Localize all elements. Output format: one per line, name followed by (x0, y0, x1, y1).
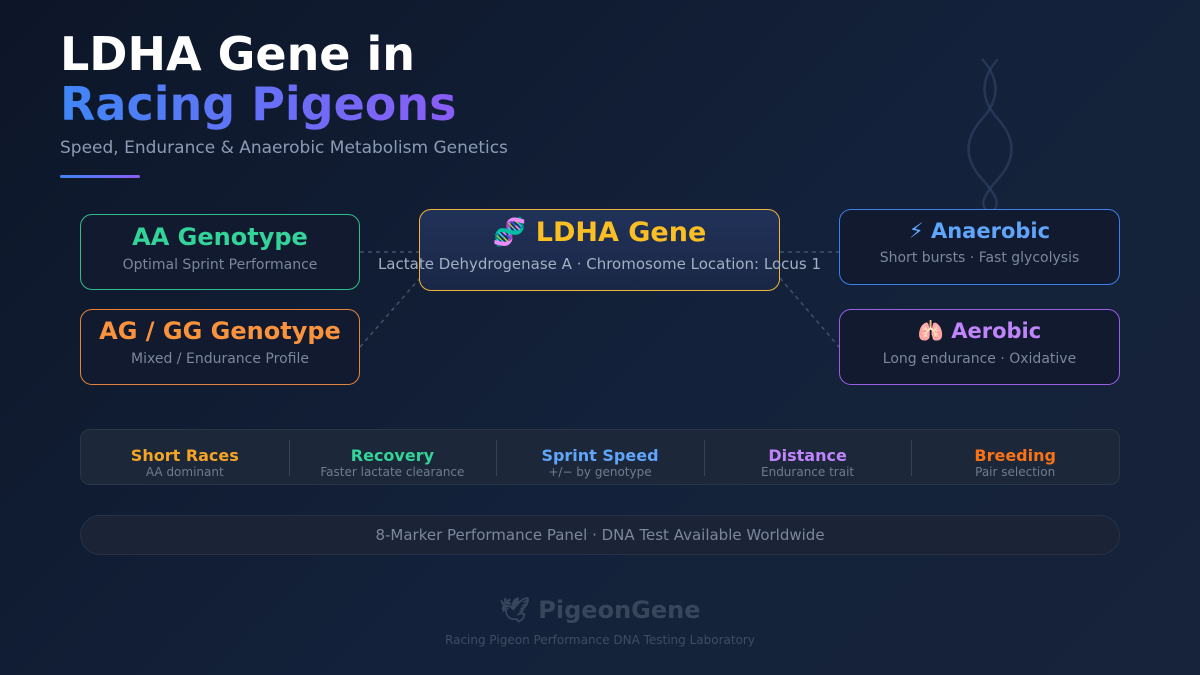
connector-ldha-aerobic (779, 277, 840, 348)
stat-title: Short Races (130, 446, 239, 465)
stat-short-races: Short Races AA dominant (81, 430, 289, 484)
brand-tagline: Racing Pigeon Performance DNA Testing La… (445, 633, 755, 647)
aa-genotype-title: AA Genotype (132, 223, 308, 251)
brand-logo: 🕊 PigeonGene (499, 596, 701, 624)
stat-title: Distance (768, 446, 847, 465)
aa-genotype-subtitle: Optimal Sprint Performance (122, 257, 318, 273)
ag-gg-genotype-title: AG / GG Genotype (99, 317, 341, 345)
stat-breeding: Breeding Pair selection (911, 430, 1119, 484)
ldha-gene-node: 🧬 LDHA Gene Lactate Dehydrogenase A · Ch… (378, 209, 821, 291)
anaerobic-node: ⚡ Anaerobic Short bursts · Fast glycolys… (839, 209, 1120, 285)
page-subtitle: Speed, Endurance & Anaerobic Metabolism … (60, 138, 508, 158)
ldha-gene-title: 🧬 LDHA Gene (492, 217, 707, 248)
page-title-line1: LDHA Gene in (60, 27, 416, 81)
stat-title: Sprint Speed (541, 446, 659, 465)
stat-title: Recovery (350, 446, 435, 465)
accent-bar (60, 175, 140, 178)
connector-ag-ldha (359, 277, 421, 348)
dna-helix-decoration (967, 58, 1013, 215)
stat-subtitle: +/− by genotype (548, 465, 652, 479)
stat-subtitle: Faster lactate clearance (320, 465, 465, 479)
aerobic-subtitle: Long endurance · Oxidative (882, 351, 1077, 367)
stat-subtitle: AA dominant (145, 465, 224, 479)
aa-genotype-node: AA Genotype Optimal Sprint Performance (80, 214, 360, 290)
stat-distance: Distance Endurance trait (703, 430, 912, 484)
stat-sprint-speed: Sprint Speed +/− by genotype (496, 430, 704, 484)
aerobic-title: 🫁 Aerobic (917, 319, 1042, 343)
ldha-gene-subtitle: Lactate Dehydrogenase A · Chromosome Loc… (377, 255, 822, 273)
stat-subtitle: Pair selection (975, 465, 1056, 479)
ag-gg-genotype-subtitle: Mixed / Endurance Profile (131, 351, 309, 367)
anaerobic-title: ⚡ Anaerobic (908, 219, 1051, 243)
trait-stats-bar: Short Races AA dominant Recovery Faster … (80, 429, 1120, 485)
performance-panel-banner: 8-Marker Performance Panel · DNA Test Av… (80, 515, 1120, 555)
aerobic-node: 🫁 Aerobic Long endurance · Oxidative (839, 309, 1120, 385)
ag-gg-genotype-node: AG / GG Genotype Mixed / Endurance Profi… (80, 309, 360, 385)
stat-subtitle: Endurance trait (761, 465, 855, 479)
page-title-line2: Racing Pigeons (60, 77, 457, 131)
stat-title: Breeding (974, 446, 1056, 465)
anaerobic-subtitle: Short bursts · Fast glycolysis (879, 250, 1080, 266)
stat-recovery: Recovery Faster lactate clearance (288, 430, 497, 484)
